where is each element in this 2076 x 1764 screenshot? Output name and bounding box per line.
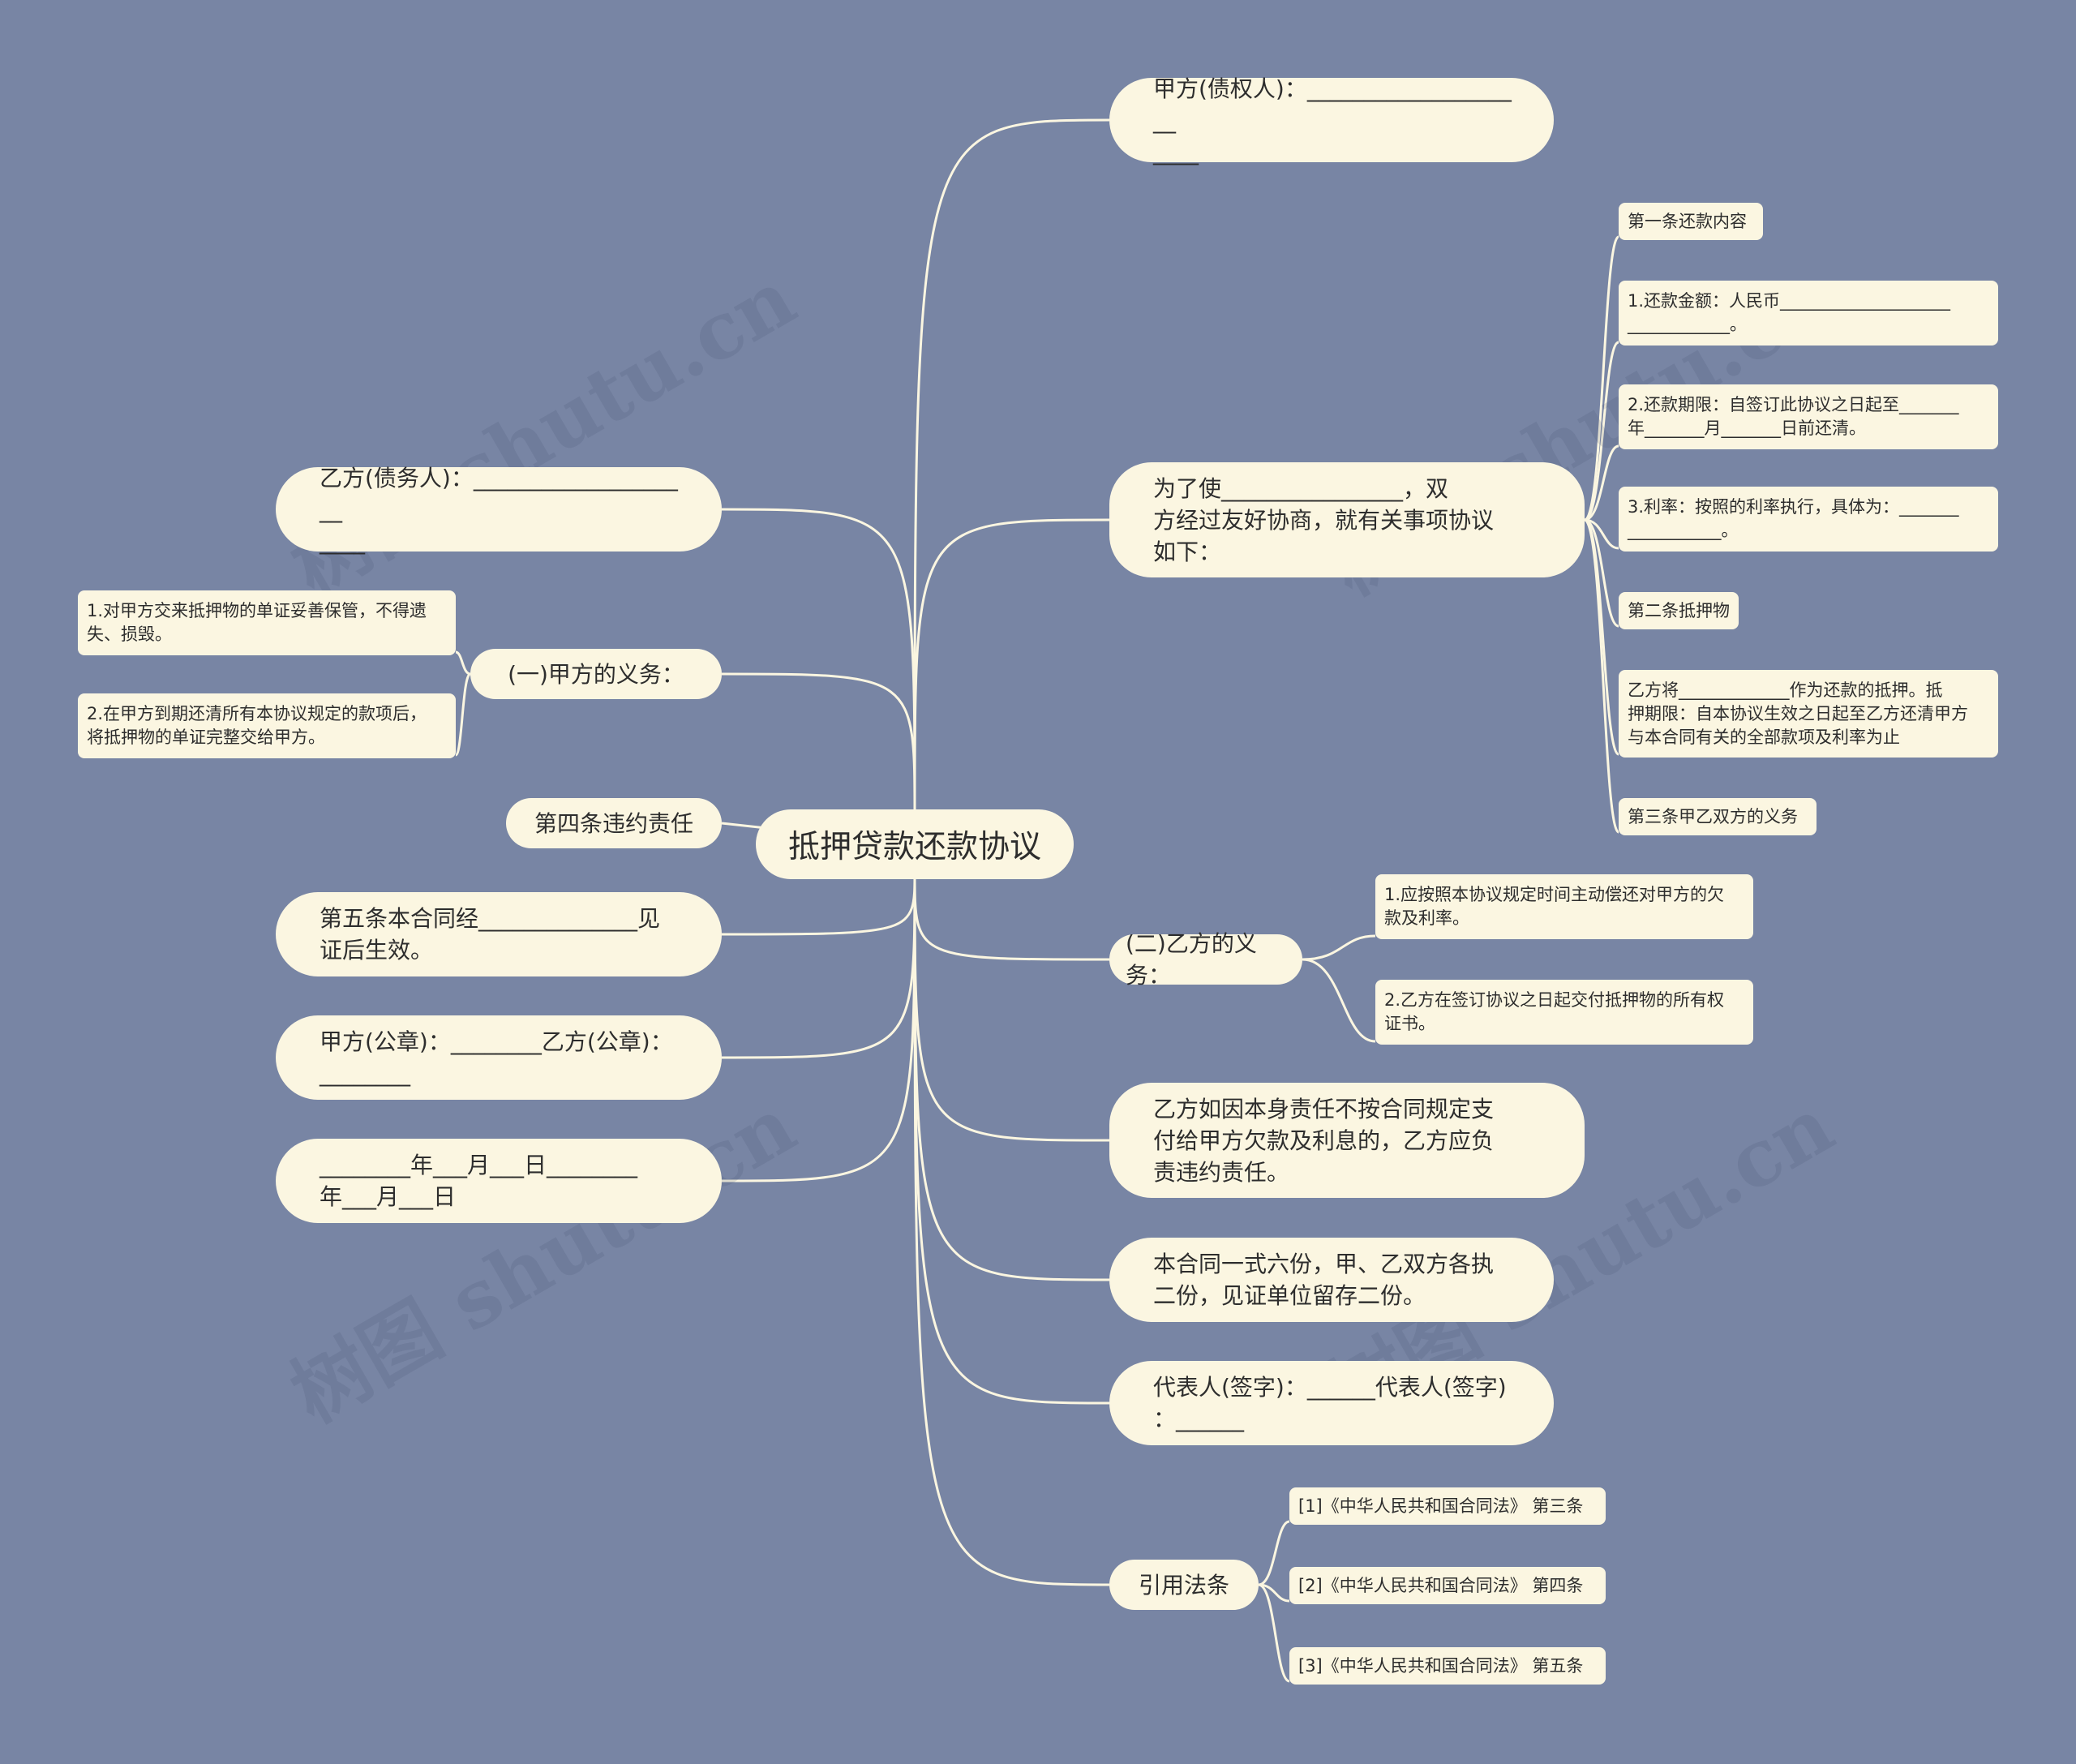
subtopic-node-right-6-1[interactable]: [2]《中华人民共和国合同法》 第四条 — [1289, 1567, 1606, 1604]
connector-root-right-2 — [913, 872, 1110, 961]
topic-node-right-2-label: (二)乙方的义务： — [1126, 930, 1257, 989]
subtopic-node-right-6-0-label: [1]《中华人民共和国合同法》 第三条 — [1298, 1496, 1584, 1516]
subtopic-node-left-1-1[interactable]: 2.在甲方到期还清所有本协议规定的款项后， 将抵押物的单证完整交给甲方。 — [78, 693, 456, 758]
subtopic-node-right-6-2[interactable]: [3]《中华人民共和国合同法》 第五条 — [1289, 1647, 1606, 1685]
subtopic-node-right-1-2[interactable]: 2.还款期限：自签订此协议之日起至_______ 年_______月______… — [1619, 384, 1998, 449]
subtopic-node-right-6-0[interactable]: [1]《中华人民共和国合同法》 第三条 — [1289, 1487, 1606, 1525]
topic-node-right-2[interactable]: (二)乙方的义务： — [1109, 930, 1302, 989]
topic-node-right-3[interactable]: 乙方如因本身责任不按合同规定支 付给甲方欠款及利息的，乙方应负 责违约责任。 — [1109, 1083, 1585, 1198]
connector-root-right-0 — [913, 118, 1110, 817]
subtopic-node-right-1-6[interactable]: 第三条甲乙双方的义务 — [1619, 798, 1816, 835]
connector-root-right-3 — [913, 872, 1110, 1142]
connector-right-6-0 — [1258, 1520, 1290, 1586]
subtopic-node-right-6-1-label: [2]《中华人民共和国合同法》 第四条 — [1298, 1575, 1584, 1595]
topic-node-left-5[interactable]: ________年___月___日________ 年___月___日 — [276, 1139, 722, 1223]
topic-node-left-2-label: 第四条违约责任 — [534, 809, 693, 837]
connector-left-1-1 — [454, 672, 472, 757]
subtopic-node-right-6-2-label: [3]《中华人民共和国合同法》 第五条 — [1298, 1655, 1584, 1676]
connector-right-1-6 — [1583, 518, 1620, 834]
connector-right-6-2 — [1258, 1583, 1290, 1683]
topic-node-right-4[interactable]: 本合同一式六份，甲、乙双方各执 二份，见证单位留存二份。 — [1109, 1238, 1554, 1322]
subtopic-node-right-1-1[interactable]: 1.还款金额：人民币____________________ _________… — [1619, 281, 1998, 346]
root-node[interactable]: 抵押贷款还款协议 — [756, 809, 1074, 879]
topic-node-left-5-label: ________年___月___日________ 年___月___日 — [320, 1152, 638, 1210]
topic-node-left-0[interactable]: 乙方(债务人)：____________________ ____ — [276, 465, 722, 555]
connector-root-left-1 — [721, 672, 916, 817]
subtopic-node-right-2-1[interactable]: 2.乙方在签订协议之日起交付抵押物的所有权 证书。 — [1375, 980, 1753, 1045]
subtopic-node-right-2-0-label: 1.应按照本协议规定时间主动偿还对甲方的欠 款及利率。 — [1384, 885, 1725, 928]
subtopic-node-right-1-0[interactable]: 第一条还款内容 — [1619, 203, 1763, 240]
topic-node-right-3-label: 乙方如因本身责任不按合同规定支 付给甲方欠款及利息的，乙方应负 责违约责任。 — [1153, 1095, 1495, 1186]
topic-node-left-3[interactable]: 第五条本合同经______________见 证后生效。 — [276, 892, 722, 976]
connector-root-right-6 — [913, 872, 1110, 1586]
topic-node-left-4[interactable]: 甲方(公章)：________乙方(公章)： ________ — [276, 1015, 722, 1100]
subtopic-node-right-1-3[interactable]: 3.利率：按照的利率执行，具体为：_______ ___________。 — [1619, 487, 1998, 552]
connector-root-left-4 — [721, 872, 916, 1059]
topic-node-right-4-label: 本合同一式六份，甲、乙双方各执 二份，见证单位留存二份。 — [1153, 1251, 1495, 1309]
subtopic-node-right-1-3-label: 3.利率：按照的利率执行，具体为：_______ ___________。 — [1628, 497, 1959, 540]
connector-right-2-1 — [1302, 958, 1376, 1043]
connector-root-left-3 — [721, 872, 916, 936]
topic-node-right-0[interactable]: 甲方(债权人)：____________________ ____ — [1109, 75, 1554, 165]
connector-right-1-4 — [1584, 518, 1619, 628]
topic-node-left-1[interactable]: (一)甲方的义务： — [470, 649, 722, 699]
subtopic-node-left-1-1-label: 2.在甲方到期还清所有本协议规定的款项后， 将抵押物的单证完整交给甲方。 — [87, 704, 427, 747]
topic-node-right-5[interactable]: 代表人(签字)：______代表人(签字) ：______ — [1109, 1361, 1554, 1445]
subtopic-node-right-1-0-label: 第一条还款内容 — [1628, 211, 1747, 231]
subtopic-node-right-2-1-label: 2.乙方在签订协议之日起交付抵押物的所有权 证书。 — [1384, 990, 1725, 1033]
connector-right-1-0 — [1583, 235, 1620, 521]
subtopic-node-right-1-4[interactable]: 第二条抵押物 — [1619, 592, 1739, 629]
topic-node-left-4-label: 甲方(公章)：________乙方(公章)： ________ — [320, 1028, 673, 1087]
root-node-label: 抵押贷款还款协议 — [787, 829, 1041, 865]
topic-node-right-1[interactable]: 为了使________________，双 方经过友好协商，就有关事项协议 如下… — [1109, 462, 1585, 577]
subtopic-node-right-2-0[interactable]: 1.应按照本协议规定时间主动偿还对甲方的欠 款及利率。 — [1375, 874, 1753, 939]
connector-right-2-0 — [1302, 934, 1376, 961]
topic-node-left-1-label: (一)甲方的义务： — [508, 660, 684, 688]
subtopic-node-left-1-0[interactable]: 1.对甲方交来抵押物的单证妥善保管，不得遗 失、损毁。 — [78, 590, 456, 655]
topic-node-right-1-label: 为了使________________，双 方经过友好协商，就有关事项协议 如下… — [1153, 474, 1495, 565]
connector-right-1-1 — [1584, 341, 1619, 521]
subtopic-node-left-1-0-label: 1.对甲方交来抵押物的单证妥善保管，不得遗 失、损毁。 — [87, 601, 427, 644]
connector-right-1-3 — [1584, 518, 1619, 550]
topic-node-left-3-label: 第五条本合同经______________见 证后生效。 — [320, 905, 661, 964]
subtopic-node-right-1-1-label: 1.还款金额：人民币____________________ _________… — [1628, 291, 1951, 334]
connector-root-left-0 — [721, 508, 916, 817]
subtopic-node-right-1-6-label: 第三条甲乙双方的义务 — [1628, 806, 1798, 826]
connector-right-1-2 — [1584, 444, 1619, 521]
subtopic-node-right-1-4-label: 第二条抵押物 — [1628, 600, 1730, 620]
connector-root-right-1 — [913, 518, 1110, 817]
connector-root-left-5 — [721, 872, 916, 1182]
connector-left-1-0 — [455, 650, 471, 676]
topic-node-left-2[interactable]: 第四条违约责任 — [506, 798, 722, 848]
connector-root-right-4 — [913, 872, 1110, 1281]
topic-node-left-0-label: 乙方(债务人)：____________________ ____ — [320, 464, 678, 555]
topic-node-right-6[interactable]: 引用法条 — [1109, 1560, 1259, 1610]
topic-node-right-0-label: 甲方(债权人)：____________________ ____ — [1153, 75, 1512, 165]
subtopic-node-right-1-2-label: 2.还款期限：自签订此协议之日起至_______ 年_______月______… — [1628, 395, 1959, 438]
subtopic-node-right-1-5[interactable]: 乙方将_____________作为还款的抵押。抵 押期限：自本协议生效之日起至… — [1619, 670, 1998, 758]
topic-node-right-6-label: 引用法条 — [1138, 1571, 1229, 1599]
topic-node-right-5-label: 代表人(签字)：______代表人(签字) ：______ — [1153, 1374, 1507, 1432]
subtopic-node-right-1-5-label: 乙方将_____________作为还款的抵押。抵 押期限：自本协议生效之日起至… — [1628, 680, 1968, 747]
